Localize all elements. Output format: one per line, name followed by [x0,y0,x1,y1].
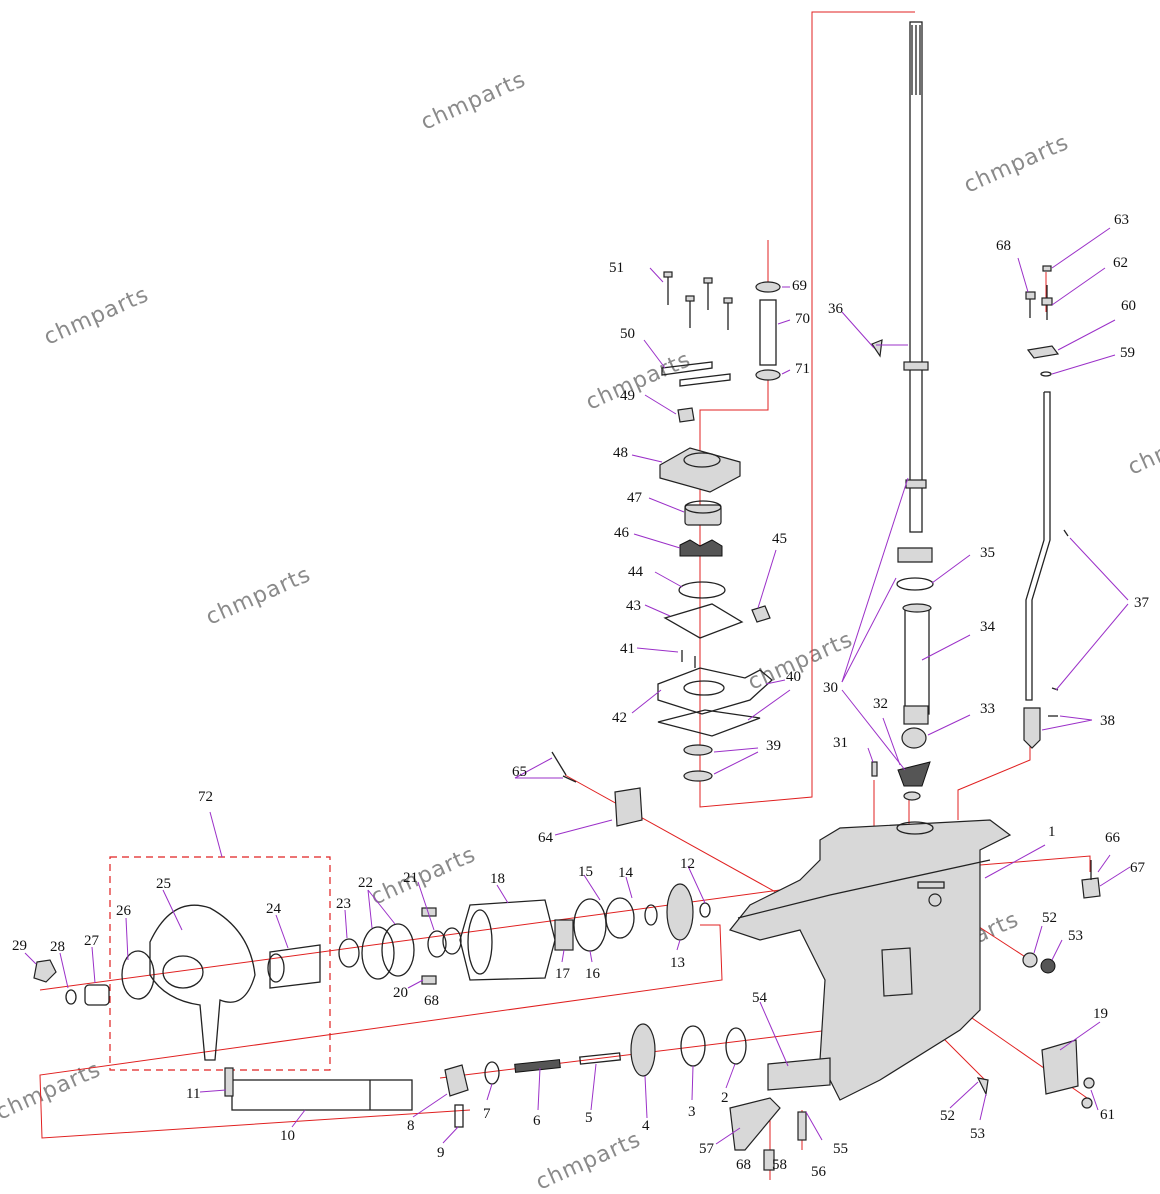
part-label-1: 1 [1048,824,1056,840]
part-label-9: 9 [437,1145,445,1161]
part-label-43: 43 [626,598,641,614]
part-label-17: 17 [555,966,571,982]
part-label-33: 33 [980,701,995,717]
part-label-57: 57 [699,1141,715,1157]
watermark: chmparts [744,627,857,695]
part-label-52: 52 [940,1108,955,1124]
part-label-21: 21 [403,870,418,886]
shaft-housing-parts [871,339,934,801]
part-label-70: 70 [795,311,810,327]
part-number-labels: 1 2 3 4 5 6 7 8 9 10 11 12 13 14 15 16 1… [12,212,1150,1180]
part-label-20: 20 [393,985,408,1001]
part-label-50: 50 [620,326,635,342]
part-label-69: 69 [792,278,807,294]
part-label-59: 59 [1120,345,1135,361]
part-label-24: 24 [266,901,282,917]
part-label-55: 55 [833,1141,848,1157]
watermark: chmparts [417,67,530,135]
watermark: chmparts [40,282,153,350]
part-label-49: 49 [620,388,635,404]
part-label-34: 34 [980,619,996,635]
part-label-4: 4 [642,1118,650,1134]
drive-shaft [903,21,929,533]
part-label-60: 60 [1121,298,1136,314]
part-label-44: 44 [628,564,644,580]
part-label-5: 5 [585,1110,593,1126]
part-label-56: 56 [811,1164,827,1180]
part-label-32: 32 [873,696,888,712]
watermark: chmparts [960,130,1073,198]
part-label-65: 65 [512,764,527,780]
part-label-52: 52 [1042,910,1057,926]
part-label-7: 7 [483,1106,491,1122]
part-label-68: 68 [736,1157,751,1173]
part-label-14: 14 [618,865,634,881]
part-label-47: 47 [627,490,643,506]
part-label-23: 23 [336,896,351,912]
part-label-54: 54 [752,990,768,1006]
watermark: chmparts [367,842,480,910]
water-pump-assembly [657,271,781,782]
part-label-62: 62 [1113,255,1128,271]
part-label-10: 10 [280,1128,295,1144]
part-label-66: 66 [1105,830,1121,846]
part-label-67: 67 [1130,860,1146,876]
part-label-25: 25 [156,876,171,892]
part-label-45: 45 [772,531,787,547]
part-label-46: 46 [614,525,630,541]
watermark: chmparts [0,1057,105,1125]
part-label-15: 15 [578,864,593,880]
part-label-28: 28 [50,939,65,955]
part-label-29: 29 [12,938,27,954]
shift-rod [1023,265,1069,749]
part-label-71: 71 [795,361,810,377]
part-label-51: 51 [609,260,624,276]
part-label-68: 68 [996,238,1011,254]
part-label-16: 16 [585,966,601,982]
part-label-18: 18 [490,871,505,887]
part-label-53: 53 [970,1126,985,1142]
part-label-38: 38 [1100,713,1115,729]
part-label-68: 68 [424,993,439,1009]
part-label-37: 37 [1134,595,1150,611]
part-label-61: 61 [1100,1107,1115,1123]
part-label-3: 3 [688,1104,696,1120]
leader-lines [24,227,1131,1145]
part-label-22: 22 [358,875,373,891]
part-label-12: 12 [680,856,695,872]
part-label-35: 35 [980,545,995,561]
watermark: chmparts [202,562,315,630]
part-label-2: 2 [721,1090,729,1106]
part-label-19: 19 [1093,1006,1108,1022]
part-label-13: 13 [670,955,685,971]
part-label-8: 8 [407,1118,415,1134]
watermark: chmparts [532,1127,645,1194]
watermark: chmparts [582,347,695,415]
prop-shaft-assembly [33,751,1101,1171]
part-label-64: 64 [538,830,554,846]
part-label-48: 48 [613,445,628,461]
part-label-72: 72 [198,789,213,805]
part-label-39: 39 [766,738,781,754]
part-label-63: 63 [1114,212,1129,228]
part-label-30: 30 [823,680,838,696]
part-label-53: 53 [1068,928,1083,944]
part-label-36: 36 [828,301,844,317]
propeller-kit-box [109,856,331,1071]
part-label-11: 11 [186,1086,200,1102]
watermark: chmparts [1124,412,1160,480]
part-label-26: 26 [116,903,132,919]
part-label-40: 40 [786,669,801,685]
part-label-58: 58 [772,1157,787,1173]
part-label-31: 31 [833,735,848,751]
part-label-42: 42 [612,710,627,726]
part-label-27: 27 [84,933,100,949]
part-label-6: 6 [533,1113,541,1129]
gearcase-housing [728,819,1012,1101]
part-label-41: 41 [620,641,635,657]
